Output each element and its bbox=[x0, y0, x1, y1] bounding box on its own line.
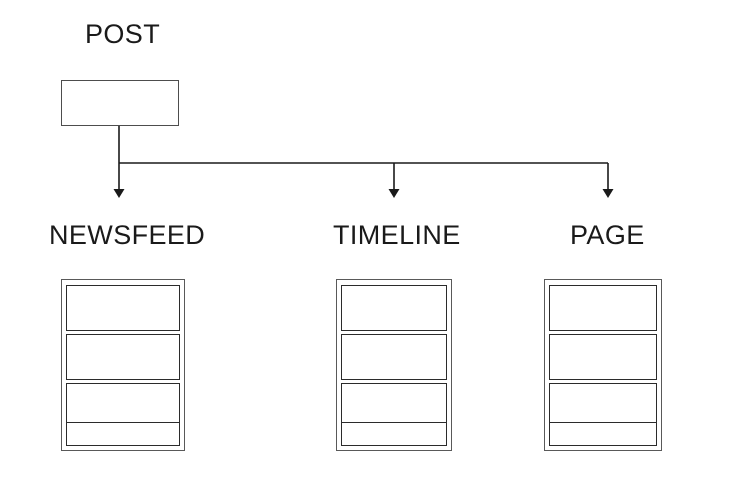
shelf-row bbox=[341, 285, 447, 331]
shelf-unit-page bbox=[544, 279, 662, 451]
shelf-unit-newsfeed bbox=[61, 279, 185, 451]
post-node-box bbox=[61, 80, 179, 126]
post-node-label: POST bbox=[85, 19, 161, 49]
shelf-row bbox=[341, 383, 447, 429]
shelf-row bbox=[66, 285, 180, 331]
shelf-unit-timeline bbox=[336, 279, 452, 451]
branch-label-timeline: TIMELINE bbox=[333, 220, 461, 250]
shelf-row bbox=[549, 334, 657, 380]
shelf-row bbox=[66, 422, 180, 446]
branch-label-page: PAGE bbox=[570, 220, 645, 250]
shelf-row bbox=[66, 334, 180, 380]
shelf-row bbox=[66, 383, 180, 429]
shelf-row bbox=[549, 285, 657, 331]
shelf-row bbox=[549, 422, 657, 446]
shelf-row bbox=[341, 422, 447, 446]
shelf-row bbox=[341, 334, 447, 380]
shelf-row bbox=[549, 383, 657, 429]
branch-label-newsfeed: NEWSFEED bbox=[49, 220, 206, 250]
